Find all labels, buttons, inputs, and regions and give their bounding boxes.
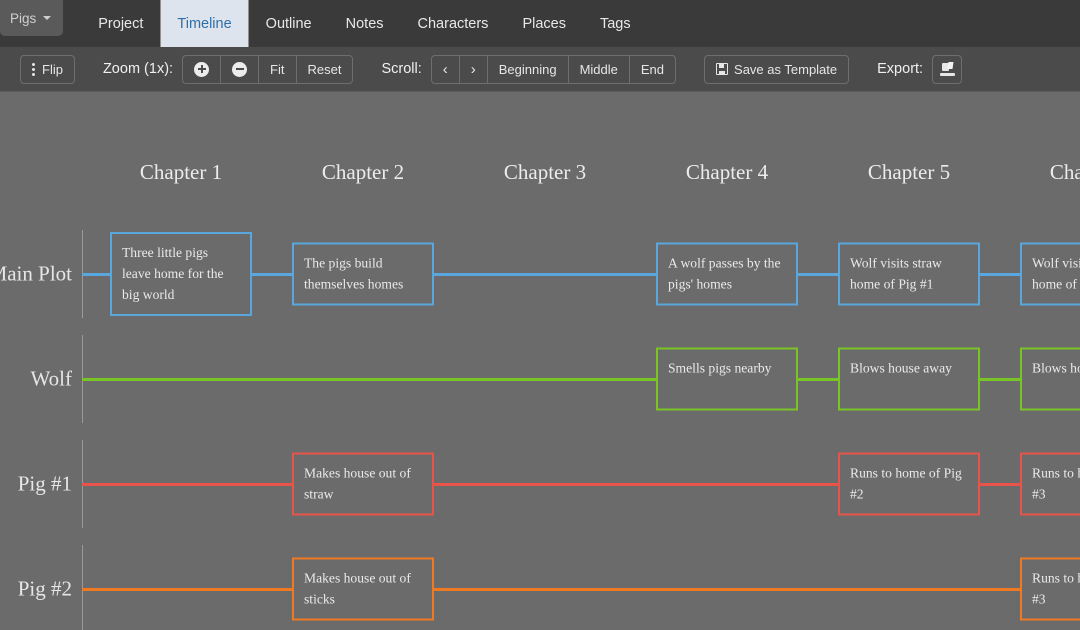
row-label-pig1[interactable]: Pig #1 xyxy=(17,471,72,496)
scroll-prev-button[interactable]: ‹ xyxy=(430,54,459,84)
timeline-card[interactable]: Runs to home of Pig #2 xyxy=(838,452,980,516)
row-label-wolf[interactable]: Wolf xyxy=(30,366,72,391)
save-as-template-label: Save as Template xyxy=(734,61,838,77)
chevron-down-icon xyxy=(43,16,52,20)
timeline-card[interactable]: Wolf visits straw home of Pig #1 xyxy=(838,242,980,306)
nav-tab-places[interactable]: Places xyxy=(522,15,566,32)
vertical-dots-icon xyxy=(32,62,35,76)
timeline-track-pig1 xyxy=(980,482,1020,486)
chapter-heading-1: Chapter 1 xyxy=(139,160,223,184)
scroll-next-button[interactable]: › xyxy=(458,54,487,84)
timeline-card[interactable]: Wolf visits stick home of Pig #2 xyxy=(1020,242,1080,306)
timeline-track-main_plot xyxy=(980,272,1020,276)
timeline-track-wolf xyxy=(82,377,656,381)
timeline-card[interactable]: Smells pigs nearby xyxy=(656,347,798,411)
timeline-track-pig2 xyxy=(434,587,1020,591)
timeline-card[interactable]: Blows house away xyxy=(838,347,980,411)
chapter-heading-4: Chapter 4 xyxy=(685,160,769,184)
chapter-heading-2: Chapter 2 xyxy=(321,160,405,184)
floppy-disk-icon xyxy=(716,63,729,75)
export-button[interactable] xyxy=(932,54,963,84)
flip-label: Flip xyxy=(42,61,63,77)
timeline-track-main_plot xyxy=(434,272,656,276)
export-label: Export: xyxy=(877,61,924,77)
timeline-card[interactable]: The pigs build themselves homes xyxy=(292,242,434,306)
timeline-card[interactable]: Runs to home of Pig #3 xyxy=(1020,452,1080,516)
timeline-canvas[interactable]: Chapter 1 Chapter 2 Chapter 3 Chapter 4 Chap… xyxy=(0,92,1080,630)
nav-tab-outline[interactable]: Outline xyxy=(265,15,312,32)
project-selector-button[interactable]: Pigs xyxy=(0,0,64,36)
timeline-track-pig1 xyxy=(434,482,838,486)
zoom-button-group: Fit Reset xyxy=(182,54,354,84)
export-printer-icon xyxy=(939,62,955,76)
minus-circle-icon xyxy=(232,61,248,77)
flip-button[interactable]: Flip xyxy=(20,54,75,84)
zoom-out-button[interactable] xyxy=(220,54,259,84)
save-as-template-button[interactable]: Save as Template xyxy=(704,54,850,84)
scroll-end-button[interactable]: End xyxy=(628,54,677,84)
zoom-label: Zoom (1x): xyxy=(102,61,174,77)
chevron-left-icon: ‹ xyxy=(442,60,448,78)
chevron-right-icon: › xyxy=(470,60,476,78)
timeline-card[interactable]: Runs to home of Pig #3 xyxy=(1020,557,1080,621)
timeline-card[interactable]: Makes house out of straw xyxy=(292,452,434,516)
scroll-middle-button[interactable]: Middle xyxy=(567,54,629,84)
zoom-fit-button[interactable]: Fit xyxy=(258,54,296,84)
timeline-card[interactable]: A wolf passes by the pigs' homes xyxy=(656,242,798,306)
timeline-track-wolf xyxy=(980,377,1020,381)
nav-tabs: Project Timeline Outline Notes Characters Pla… xyxy=(81,0,647,47)
scroll-beginning-button[interactable]: Beginning xyxy=(486,54,568,84)
chapter-heading-5: Chapter 5 xyxy=(867,160,951,184)
scroll-button-group: ‹ › Beginning Middle End xyxy=(430,54,677,84)
project-selector-label: Pigs xyxy=(10,10,37,26)
nav-tab-tags[interactable]: Tags xyxy=(599,15,631,32)
timeline-track-pig2 xyxy=(82,587,292,591)
timeline-card[interactable]: Makes house out of sticks xyxy=(292,557,434,621)
row-label-main_plot[interactable]: Main Plot xyxy=(0,261,72,286)
nav-tab-timeline[interactable]: Timeline xyxy=(160,0,249,47)
zoom-in-button[interactable] xyxy=(182,54,221,84)
row-label-pig2[interactable]: Pig #2 xyxy=(17,576,72,601)
timeline-track-pig1 xyxy=(82,482,292,486)
timeline-track-wolf xyxy=(798,377,838,381)
zoom-reset-button[interactable]: Reset xyxy=(295,54,354,84)
timeline-track-main_plot xyxy=(252,272,292,276)
nav-tab-project[interactable]: Project xyxy=(98,15,144,32)
chapter-heading-3: Chapter 3 xyxy=(503,160,587,184)
nav-tab-characters[interactable]: Characters xyxy=(417,15,489,32)
timeline-card[interactable]: Blows house away xyxy=(1020,347,1080,411)
scroll-label: Scroll: xyxy=(381,61,422,77)
chapter-heading-6: Chapter 6 xyxy=(1049,160,1080,184)
timeline-card[interactable]: Three little pigs leave home for the big… xyxy=(110,232,252,316)
timeline-track-main_plot xyxy=(798,272,838,276)
timeline-toolbar: Flip Zoom (1x): Fit Reset Scroll: ‹ › Be… xyxy=(0,47,1080,92)
plus-circle-icon xyxy=(194,61,210,77)
top-navbar: Pigs Project Timeline Outline Notes Characte… xyxy=(0,0,1080,47)
nav-tab-notes[interactable]: Notes xyxy=(345,15,384,32)
timeline-track-main_plot xyxy=(82,272,110,276)
